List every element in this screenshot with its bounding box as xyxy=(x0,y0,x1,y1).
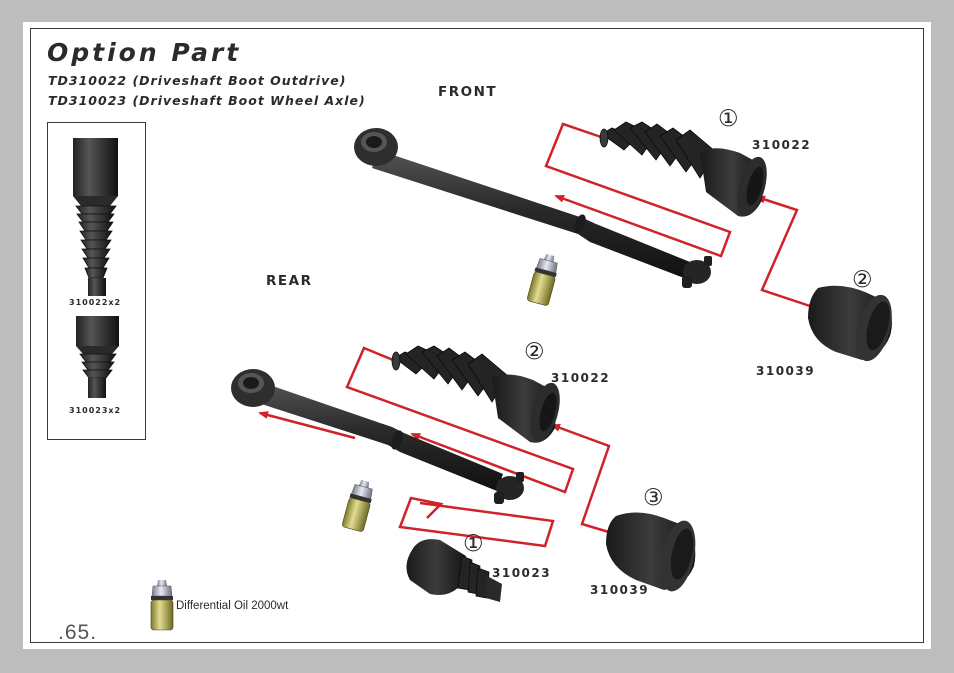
manual-page xyxy=(23,22,931,649)
rear-small-boot-illustration xyxy=(406,539,502,602)
subtitle-line-outdrive: TD310022 (Driveshaft Boot Outdrive) xyxy=(48,73,347,88)
inset-boot-small-illustration xyxy=(76,316,119,398)
rear-guide-arrows xyxy=(258,346,613,548)
legend-oil-label: Differential Oil 2000wt xyxy=(176,600,289,612)
part-number-rear-small-boot: 310023 xyxy=(492,566,552,580)
front-oil-bottle-icon xyxy=(526,251,562,307)
rear-oil-bottle-icon xyxy=(341,477,377,533)
front-guide-arrows xyxy=(544,122,811,308)
subtitle-line-wheel-axle: TD310023 (Driveshaft Boot Wheel Axle) xyxy=(48,93,366,108)
part-number-rear-boot: 310022 xyxy=(551,371,611,385)
legend-oil-bottle-icon xyxy=(150,579,174,631)
page-number: .65. xyxy=(58,621,98,644)
part-number-rear-cup: 310039 xyxy=(590,583,650,597)
rear-boot-illustration xyxy=(391,345,560,443)
front-boot-illustration xyxy=(599,121,767,217)
rear-cup-illustration xyxy=(606,512,696,592)
inset-boot-large-illustration xyxy=(73,138,118,296)
rear-driveshaft-illustration xyxy=(231,369,524,504)
rear-callout-1: ① xyxy=(463,531,484,557)
rear-callout-3: ③ xyxy=(643,485,664,511)
inset-label-boot-large: 310022x2 xyxy=(69,298,122,307)
front-section-label: FRONT xyxy=(438,84,498,100)
inset-box xyxy=(47,122,146,440)
front-cup-illustration xyxy=(808,285,892,362)
front-driveshaft-illustration xyxy=(354,128,712,288)
part-number-front-boot: 310022 xyxy=(752,138,812,152)
rear-callout-2: ② xyxy=(524,339,545,365)
page-frame xyxy=(30,28,924,643)
rear-section-label: REAR xyxy=(266,273,313,289)
inset-label-boot-small: 310023x2 xyxy=(69,406,122,415)
page-title: Option Part xyxy=(47,38,242,67)
part-number-front-cup: 310039 xyxy=(756,364,816,378)
front-callout-1: ① xyxy=(718,106,739,132)
front-callout-2: ② xyxy=(852,267,873,293)
